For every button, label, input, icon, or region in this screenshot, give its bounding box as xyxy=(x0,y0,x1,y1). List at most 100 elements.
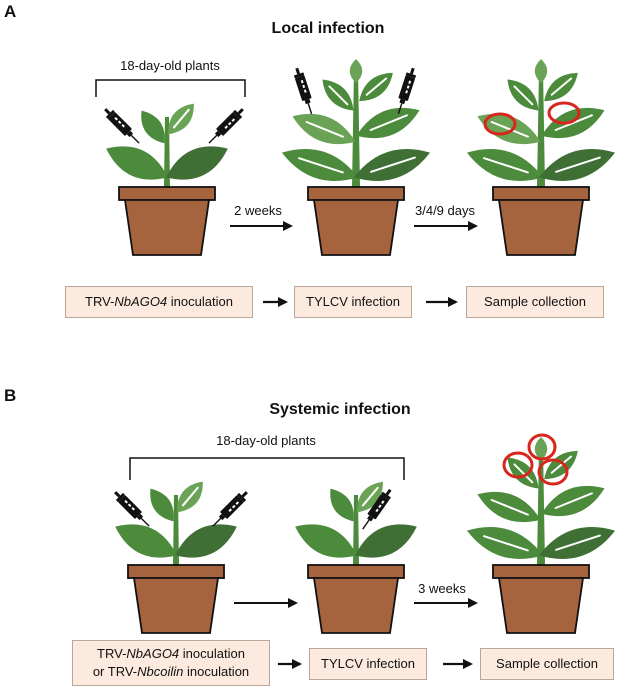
leaf-vein xyxy=(550,77,573,96)
leaf xyxy=(507,457,539,489)
leaf-blade xyxy=(330,488,354,522)
pot-body xyxy=(312,199,400,256)
leaf-blade xyxy=(115,524,177,558)
leaf-blade xyxy=(166,146,228,180)
pot-rim xyxy=(118,186,216,201)
leaf xyxy=(357,481,383,513)
leaf-vein xyxy=(328,85,349,106)
leaf-vein xyxy=(554,114,593,132)
leaf-blade xyxy=(295,524,357,558)
leaf xyxy=(295,524,357,558)
leaf xyxy=(106,146,168,180)
leaf xyxy=(353,149,431,181)
panel-b-plant-1 xyxy=(110,481,252,634)
leaf xyxy=(466,527,544,559)
leaf xyxy=(477,491,541,523)
step-text: Sample collection xyxy=(496,656,598,671)
leaf xyxy=(466,149,544,181)
step-text: Sample collection xyxy=(484,294,586,309)
step-text-line2: or TRV-Nbcoilin inoculation xyxy=(92,664,250,679)
leaf-blade xyxy=(175,524,237,558)
leaf xyxy=(359,72,393,102)
panel-a-bracket xyxy=(95,79,246,97)
step-text: TRV-NbAGO4 inoculation xyxy=(85,294,233,309)
leaf-vein xyxy=(305,120,344,138)
leaf-blade xyxy=(534,437,548,461)
stem xyxy=(164,117,170,187)
leaf xyxy=(281,149,359,181)
leaf xyxy=(166,146,228,180)
leaf xyxy=(477,113,541,145)
leaf-blade xyxy=(534,59,548,83)
panel-b-plant-3 xyxy=(466,433,616,634)
pot-rim xyxy=(307,186,405,201)
leaf-blade xyxy=(355,524,417,558)
panel-a-bracket-label: 18-day-old plants xyxy=(120,58,220,73)
infection-circle xyxy=(502,451,534,479)
leaf xyxy=(330,488,354,522)
leaf xyxy=(534,59,548,83)
leaf-vein xyxy=(181,486,199,507)
syringe-icon xyxy=(100,104,144,148)
infection-circle xyxy=(547,101,581,125)
leaf-vein xyxy=(555,156,601,173)
leaf xyxy=(534,437,548,461)
panel-b-plant-2 xyxy=(295,481,417,634)
panel-b-arrow2-label: 3 weeks xyxy=(418,581,466,596)
leaf-vein xyxy=(369,114,408,132)
stem xyxy=(537,69,545,187)
leaf-vein xyxy=(554,492,593,510)
leaf-vein xyxy=(483,535,529,552)
syringe-icon xyxy=(204,104,248,148)
syringe-icon xyxy=(291,65,318,117)
leaf xyxy=(356,107,420,139)
leaf xyxy=(541,107,605,139)
panel-b-step-tylcv: TYLCV infection xyxy=(309,648,427,680)
step-text: TYLCV infection xyxy=(321,656,415,671)
leaf xyxy=(538,149,616,181)
leaf xyxy=(168,103,194,135)
leaf-vein xyxy=(513,85,534,106)
panel-a-plant-3 xyxy=(466,59,616,256)
leaf-vein xyxy=(513,463,534,484)
leaf xyxy=(544,450,578,480)
leaf-vein xyxy=(298,157,344,174)
step-text: TYLCV infection xyxy=(306,294,400,309)
leaf xyxy=(541,485,605,517)
leaf xyxy=(322,79,354,111)
panel-a-step-sample: Sample collection xyxy=(466,286,604,318)
pot-rim xyxy=(307,564,405,579)
leaf-blade xyxy=(141,110,165,144)
panel-a-plant-1 xyxy=(100,103,248,256)
leaf-blade xyxy=(349,59,363,83)
pot-rim xyxy=(492,564,590,579)
panel-a-arrow1-label: 2 weeks xyxy=(234,203,282,218)
leaf-blade xyxy=(106,146,168,180)
stem xyxy=(352,69,360,187)
leaf xyxy=(177,481,203,513)
step-text-line1: TRV-NbAGO4 inoculation xyxy=(97,646,245,661)
panel-b-step-inoculation: TRV-NbAGO4 inoculation or TRV-Nbcoilin i… xyxy=(72,640,270,686)
leaf-vein xyxy=(490,120,529,138)
leaf-vein xyxy=(483,157,529,174)
panel-a-plant-2 xyxy=(281,59,431,256)
panel-b-bracket xyxy=(129,457,405,480)
panel-b-label: B xyxy=(4,386,17,405)
leaf-vein xyxy=(555,534,601,551)
leaf-vein xyxy=(365,77,388,96)
syringe-icon xyxy=(110,487,154,531)
syringe-icon xyxy=(208,487,252,531)
leaf xyxy=(115,524,177,558)
panel-a-step-inoculation: TRV-NbAGO4 inoculation xyxy=(65,286,253,318)
leaf xyxy=(175,524,237,558)
infection-circle xyxy=(537,458,569,486)
leaf xyxy=(292,113,356,145)
pot-body xyxy=(123,199,211,256)
panel-a-step-tylcv: TYLCV infection xyxy=(294,286,412,318)
panel-b-title: Systemic infection xyxy=(269,401,411,418)
leaf xyxy=(538,527,616,559)
leaf xyxy=(544,72,578,102)
leaf xyxy=(141,110,165,144)
